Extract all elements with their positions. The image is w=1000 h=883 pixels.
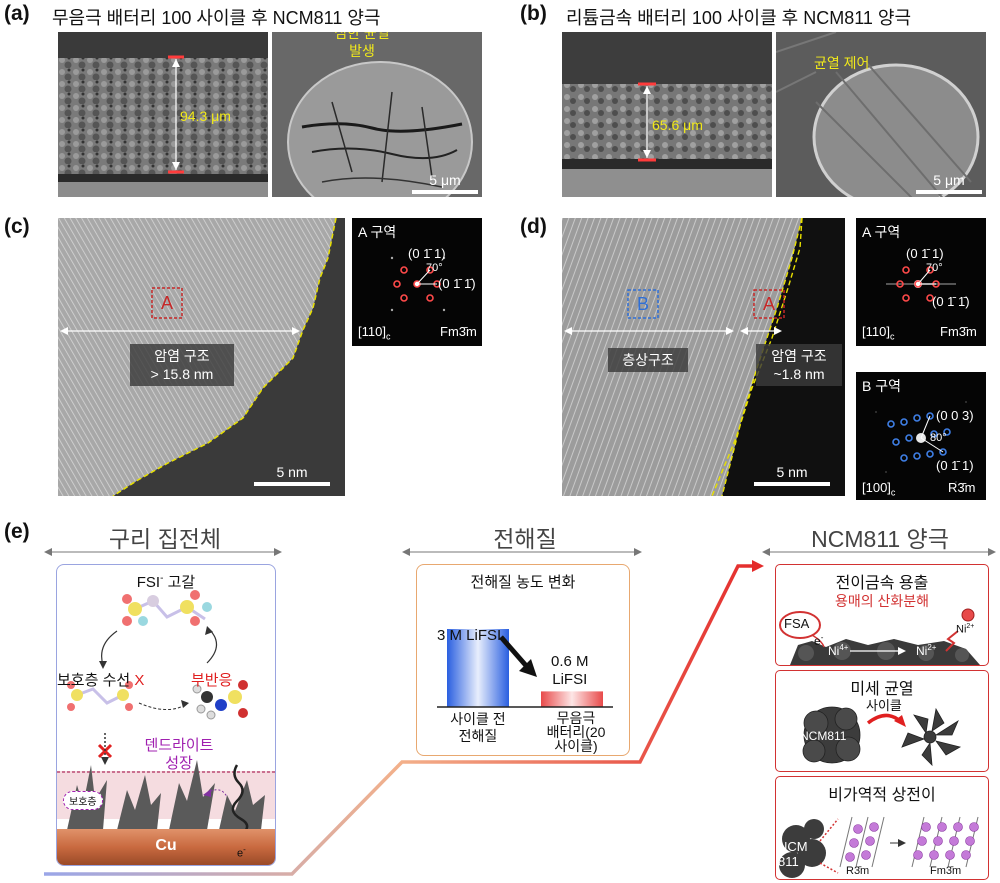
panel-d-label: (d) bbox=[520, 215, 547, 238]
section-electrolyte-title: 전해질 bbox=[493, 526, 557, 552]
sem-cross-section-b: 65.6 μm bbox=[562, 32, 772, 197]
fft-d-b-title: B 구역 bbox=[862, 378, 901, 394]
panel-b-label: (b) bbox=[520, 2, 547, 25]
micro-crack-title: 미세 균열 bbox=[850, 681, 914, 698]
scale-bar-a: 5 μm bbox=[410, 172, 480, 194]
tm-dissolution-box: 전이금속 용출 용매의 산화분해 FSA e- Ni4+ Ni2+ Ni2+ bbox=[775, 564, 989, 666]
panel-c-label: (c) bbox=[4, 215, 30, 238]
tem-image-d: B A 층상구조 암염 구조 ~1.8 nm 5 nm bbox=[562, 218, 845, 496]
panel-a-label: (a) bbox=[4, 2, 30, 25]
electron-label: e- bbox=[237, 845, 246, 860]
fft-d-a-idx2: (0 1̄ 1̄) bbox=[932, 294, 970, 309]
ncm811-particle-label: NCM811 bbox=[800, 729, 847, 743]
fft-c-zone: [110]c bbox=[358, 324, 391, 342]
ni2-label: Ni2+ bbox=[916, 643, 937, 658]
solvent-oxidation-label: 용매의 산화분해 bbox=[834, 593, 930, 609]
fft-c-angle: 70° bbox=[426, 262, 443, 274]
fft-c-spacegroup: Fm3̄m bbox=[440, 324, 477, 339]
fft-d-a: A 구역 (0 1̄ 1) 70° (0 1̄ 1̄) [110]c Fm3̄m bbox=[856, 218, 986, 346]
phase-transition-box: 비가역적 상전이 NCM 811 R3̄m Fm3̄m bbox=[775, 776, 989, 880]
cathode-electron-label: e- bbox=[814, 633, 824, 648]
fft-d-b-angle: 80° bbox=[930, 432, 947, 444]
fsa-label: FSA bbox=[784, 616, 810, 631]
fm3m-label: Fm3̄m bbox=[930, 865, 962, 877]
fft-d-a-zone: [110]c bbox=[862, 324, 895, 342]
bar-before-cycle bbox=[447, 629, 509, 707]
ni2-dissolved-label: Ni2+ bbox=[956, 623, 975, 636]
protect-repair-label: 보호층 수선 X bbox=[57, 672, 145, 689]
fft-c-idx2: (0 1̄ 1̄) bbox=[438, 276, 476, 291]
panel-e-label: (e) bbox=[4, 520, 30, 543]
sei-label: 보호층 bbox=[63, 791, 103, 810]
fft-d-b-spacegroup: R3̄m bbox=[948, 480, 976, 495]
tm-dissolution-title: 전이금속 용출 bbox=[835, 575, 929, 592]
phase-transition-title: 비가역적 상전이 bbox=[828, 787, 936, 804]
crack-annotation-b: 균열 제어 bbox=[814, 55, 870, 71]
fft-d-a-angle: 70° bbox=[926, 262, 943, 274]
region-a-label-d: A bbox=[762, 294, 775, 314]
layered-tag-d: 층상구조 bbox=[608, 348, 688, 372]
side-reaction-label: 부반응 bbox=[191, 672, 233, 689]
bar-after-cycle bbox=[541, 691, 603, 707]
bar1-label: 사이클 전 전해질 bbox=[450, 711, 506, 744]
electrolyte-box: 전해질 농도 변화 3 M LiFSI 0.6 M LiFSI 사이클 전 전해… bbox=[416, 564, 630, 756]
thickness-label-b: 65.6 μm bbox=[652, 117, 703, 133]
fft-c-title: A 구역 bbox=[358, 224, 397, 240]
scale-bar-c: 5 nm bbox=[252, 464, 332, 486]
fft-d-a-idx1: (0 1̄ 1) bbox=[906, 246, 944, 261]
sem-particle-b: 균열 제어 5 μm bbox=[776, 32, 986, 197]
cycle-label: 사이클 bbox=[866, 698, 902, 713]
micro-crack-box: 미세 균열 사이클 NCM811 bbox=[775, 670, 989, 772]
section-cathode-title: NCM811 양극 bbox=[811, 526, 949, 552]
bar2-value: 0.6 M LiFSI bbox=[551, 653, 589, 688]
fft-d-b-idx2: (0 1̄ 1) bbox=[936, 458, 974, 473]
scale-bar-d: 5 nm bbox=[752, 464, 832, 486]
ni4-label: Ni4+ bbox=[828, 643, 849, 658]
fft-d-b: B 구역 (0 0 3) 80° (0 1̄ 1) [100]c R3̄m bbox=[856, 372, 986, 500]
fft-c-idx1: (0 1̄ 1) bbox=[408, 246, 446, 261]
fsi-depletion-label: FSI- 고갈 bbox=[136, 573, 196, 591]
scale-bar-b: 5 μm bbox=[914, 172, 984, 194]
dendrite-growth-label: 덴드라이트 성장 bbox=[144, 737, 214, 772]
region-b-label-d: B bbox=[636, 294, 649, 314]
fft-d-a-title: A 구역 bbox=[862, 224, 901, 240]
fft-d-b-idx1: (0 0 3) bbox=[936, 408, 974, 423]
electrolyte-title: 전해질 농도 변화 bbox=[470, 574, 576, 591]
cu-label: Cu bbox=[155, 837, 177, 854]
panel-a-title: 무음극 배터리 100 사이클 후 NCM811 양극 bbox=[52, 8, 381, 28]
cu-collector-box: FSI- 고갈 보호층 수선 X 부반응 덴드라이트 성장 보호층 Cu e- bbox=[56, 564, 276, 866]
section-cu-title: 구리 집전체 bbox=[108, 526, 222, 552]
ncm811-lattice-label: NCM 811 bbox=[778, 839, 808, 869]
fft-c: A 구역 (0 1̄ 1) 70° (0 1̄ 1̄) [110]c Fm3̄m bbox=[352, 218, 482, 346]
rocksalt-tag-d: 암염 구조 ~1.8 nm bbox=[756, 344, 842, 386]
r3m-label: R3̄m bbox=[846, 865, 870, 877]
bar2-label: 무음극 배터리(20 사이클) bbox=[546, 710, 606, 754]
thickness-label-a: 94.3 μm bbox=[180, 108, 231, 124]
tem-image-c: A 암염 구조 > 15.8 nm 5 nm bbox=[58, 218, 345, 496]
region-a-label-c: A bbox=[160, 293, 173, 313]
sem-particle-a: 심한 균열 발생 5 μm bbox=[272, 32, 482, 197]
bar1-value: 3 M LiFSI bbox=[437, 627, 502, 644]
sem-cross-section-a: 94.3 μm bbox=[58, 32, 268, 197]
fft-d-b-zone: [100]c bbox=[862, 480, 896, 498]
rocksalt-tag-c: 암염 구조 > 15.8 nm bbox=[130, 344, 234, 386]
fft-d-a-spacegroup: Fm3̄m bbox=[940, 324, 977, 339]
crack-annotation-a: 심한 균열 발생 bbox=[334, 32, 390, 59]
panel-b-title: 리튬금속 배터리 100 사이클 후 NCM811 양극 bbox=[566, 8, 912, 28]
